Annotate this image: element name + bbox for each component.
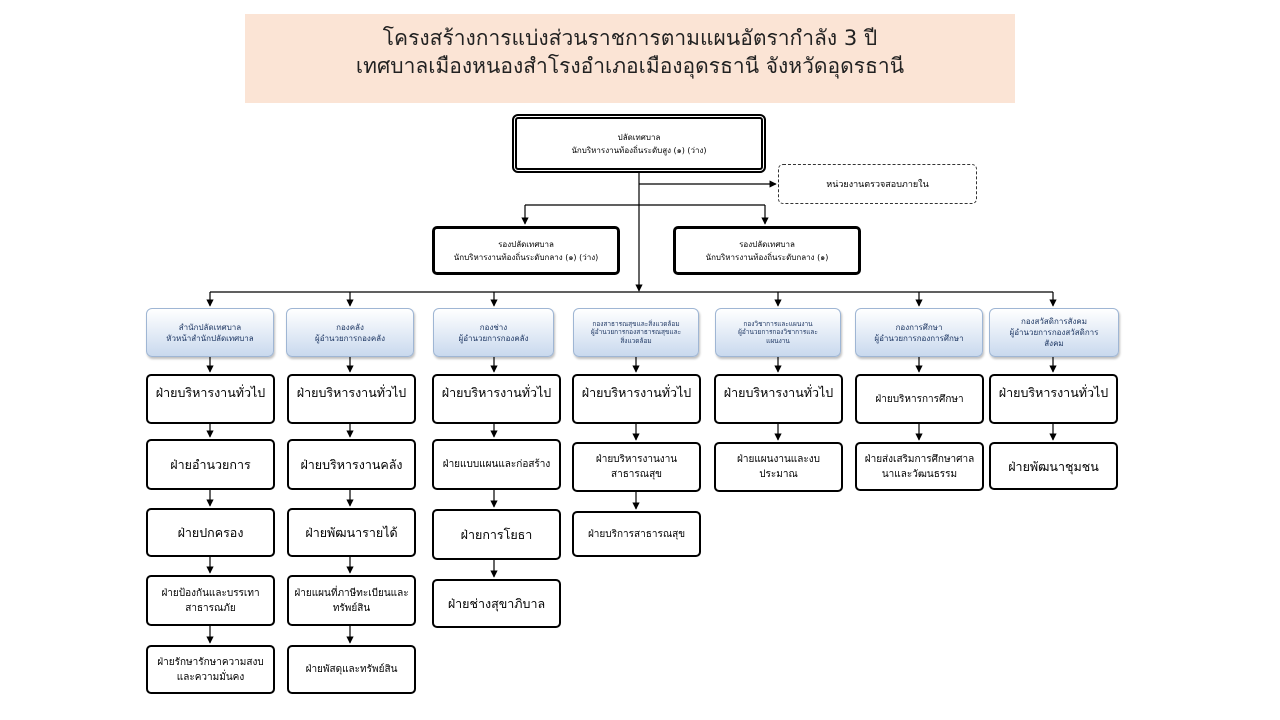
unit-label: ฝ่ายส่งเสริมการศึกษาศาลนาและวัฒนธรรม	[864, 453, 975, 480]
unit-box: ฝ่ายป้องกันและบรรเทาสาธารณภัย	[146, 575, 275, 626]
internal-audit-box: หน่วยงานตรวจสอบภายใน	[778, 164, 977, 204]
department-name: สำนักปลัดเทศบาล	[178, 322, 242, 332]
unit-label: ฝ่ายบริหารการศึกษา	[875, 393, 964, 405]
unit-label: ฝ่ายอำนวยการ	[170, 457, 251, 472]
department-head-cont: สังคม	[1044, 339, 1064, 348]
unit-box: ฝ่ายแผนที่ภาษีทะเบียนและทรัพย์สิน	[287, 575, 416, 626]
deputy-clerk-position: นักบริหารงานท้องถิ่นระดับกลาง (๑)	[705, 252, 829, 262]
unit-label: ฝ่ายบริหารงานทั่วไป	[581, 385, 692, 400]
unit-label: ฝ่ายช่างสุขาภิบาล	[447, 596, 546, 611]
department-name: กองช่าง	[479, 322, 508, 332]
unit-label: ฝ่ายบริหารงานคลัง	[300, 457, 403, 472]
unit-label: ฝ่ายบริหารงานทั่วไป	[441, 385, 552, 400]
department-head: ผู้อำนวยการกองสาธารณสุขและ	[590, 328, 682, 337]
unit-label: ฝ่ายบริหารงานทั่วไป	[723, 385, 834, 400]
unit-label: ฝ่ายบริหารงานงานสาธารณสุข	[595, 454, 678, 480]
unit-label: ฝ่ายแบบแผนและก่อสร้าง	[442, 459, 551, 470]
department-head: หัวหน้าสำนักปลัดเทศบาล	[166, 333, 254, 343]
unit-label: ฝ่ายแผนที่ภาษีทะเบียนและทรัพย์สิน	[294, 587, 409, 614]
department-box-7: กองสวัสดิการสังคม ผู้อำนวยการกองสวัสดิกา…	[989, 308, 1119, 357]
department-name: กองการศึกษา	[895, 322, 943, 332]
unit-label: ฝ่ายบริการสาธารณสุข	[587, 528, 686, 540]
unit-label: ฝ่ายพัฒนาชุมชน	[1008, 458, 1099, 474]
unit-label: ฝ่ายบริหารงานทั่วไป	[155, 385, 266, 400]
unit-box: ฝ่ายส่งเสริมการศึกษาศาลนาและวัฒนธรรม	[855, 442, 984, 491]
unit-box: ฝ่ายพัสดุและทรัพย์สิน	[287, 645, 416, 694]
deputy-clerk-title: รองปลัดเทศบาล	[498, 239, 554, 249]
unit-box: ฝ่ายบริหารงานคลัง	[287, 439, 416, 490]
unit-label: ฝ่ายแผนงานและงบประมาณ	[737, 454, 820, 480]
unit-box: ฝ่ายบริหารการศึกษา	[855, 374, 984, 424]
deputy-clerk-box-2: รองปลัดเทศบาล นักบริหารงานท้องถิ่นระดับก…	[673, 226, 861, 275]
unit-box: ฝ่ายช่างสุขาภิบาล	[432, 579, 561, 628]
unit-box: ฝ่ายพัฒนาชุมชน	[989, 442, 1118, 490]
unit-label: ฝ่ายบริหารงานทั่วไป	[998, 385, 1109, 400]
unit-box: ฝ่ายบริหารงานงานสาธารณสุข	[572, 442, 701, 492]
deputy-clerk-box-1: รองปลัดเทศบาล นักบริหารงานท้องถิ่นระดับก…	[432, 226, 620, 275]
unit-box: ฝ่ายบริหารงานทั่วไป	[287, 374, 416, 424]
department-box-1: สำนักปลัดเทศบาล หัวหน้าสำนักปลัดเทศบาล	[146, 308, 274, 357]
unit-box: ฝ่ายบริหารงานทั่วไป	[572, 374, 701, 424]
department-head-cont: แผนงาน	[766, 336, 790, 345]
unit-label: ฝ่ายพัฒนารายได้	[305, 525, 398, 540]
unit-box: ฝ่ายอำนวยการ	[146, 439, 275, 490]
unit-label: ฝ่ายป้องกันและบรรเทาสาธารณภัย	[161, 587, 260, 614]
department-box-2: กองคลัง ผู้อำนวยการกองคลัง	[286, 308, 414, 357]
unit-label: ฝ่ายการโยธา	[460, 527, 533, 542]
municipal-clerk-position: นักบริหารงานท้องถิ่นระดับสูง (๑) (ว่าง)	[571, 145, 707, 155]
department-name: กองสาธารณสุขและสิ่งแวดล้อม	[592, 319, 680, 328]
municipal-clerk-box: ปลัดเทศบาล นักบริหารงานท้องถิ่นระดับสูง …	[512, 114, 766, 173]
department-head: ผู้อำนวยการกองคลัง	[458, 333, 529, 343]
department-box-3: กองช่าง ผู้อำนวยการกองคลัง	[433, 308, 554, 357]
unit-label: ฝ่ายรักษารักษาความสงบและความมั่นคง	[157, 656, 264, 683]
department-box-5: กองวิชาการและแผนงาน ผู้อำนวยการกองวิชากา…	[715, 308, 841, 357]
unit-box: ฝ่ายบริหารงานทั่วไป	[432, 374, 561, 424]
unit-box: ฝ่ายแบบแผนและก่อสร้าง	[432, 439, 561, 490]
unit-box: ฝ่ายบริหารงานทั่วไป	[989, 374, 1118, 424]
title-line-2: เทศบาลเมืองหนองสำโรงอำเภอเมืองอุดรธานี จ…	[355, 54, 905, 78]
title-line-1: โครงสร้างการแบ่งส่วนราชการตามแผนอัตรากำล…	[382, 26, 878, 50]
department-head: ผู้อำนวยการกองวิชาการและ	[738, 328, 818, 337]
department-head: ผู้อำนวยการกองสวัสดิการ	[1009, 328, 1099, 337]
unit-box: ฝ่ายบริหารงานทั่วไป	[714, 374, 843, 424]
department-head: ผู้อำนวยการกองคลัง	[315, 333, 385, 343]
internal-audit-label: หน่วยงานตรวจสอบภายใน	[826, 180, 929, 190]
department-head-cont: สิ่งแวดล้อม	[620, 336, 652, 345]
deputy-clerk-title: รองปลัดเทศบาล	[739, 239, 795, 249]
unit-box: ฝ่ายการโยธา	[432, 509, 561, 560]
unit-box: ฝ่ายพัฒนารายได้	[287, 508, 416, 557]
unit-box: ฝ่ายแผนงานและงบประมาณ	[714, 442, 843, 492]
unit-box: ฝ่ายปกครอง	[146, 508, 275, 557]
title-banner: โครงสร้างการแบ่งส่วนราชการตามแผนอัตรากำล…	[245, 14, 1015, 103]
department-name: กองคลัง	[336, 322, 364, 332]
deputy-clerk-position: นักบริหารงานท้องถิ่นระดับกลาง (๑) (ว่าง)	[453, 252, 599, 262]
department-box-6: กองการศึกษา ผู้อำนวยการกองการศึกษา	[855, 308, 983, 357]
department-box-4: กองสาธารณสุขและสิ่งแวดล้อม ผู้อำนวยการกอ…	[573, 308, 699, 357]
unit-label: ฝ่ายปกครอง	[177, 525, 244, 540]
unit-label: ฝ่ายพัสดุและทรัพย์สิน	[305, 664, 398, 675]
department-name: กองวิชาการและแผนงาน	[743, 319, 813, 328]
municipal-clerk-title: ปลัดเทศบาล	[617, 132, 661, 142]
unit-box: ฝ่ายบริหารงานทั่วไป	[146, 374, 275, 424]
department-head: ผู้อำนวยการกองการศึกษา	[874, 333, 964, 343]
unit-box: ฝ่ายบริการสาธารณสุข	[572, 511, 701, 557]
department-name: กองสวัสดิการสังคม	[1020, 317, 1088, 326]
unit-label: ฝ่ายบริหารงานทั่วไป	[296, 385, 407, 400]
unit-box: ฝ่ายรักษารักษาความสงบและความมั่นคง	[146, 645, 275, 694]
